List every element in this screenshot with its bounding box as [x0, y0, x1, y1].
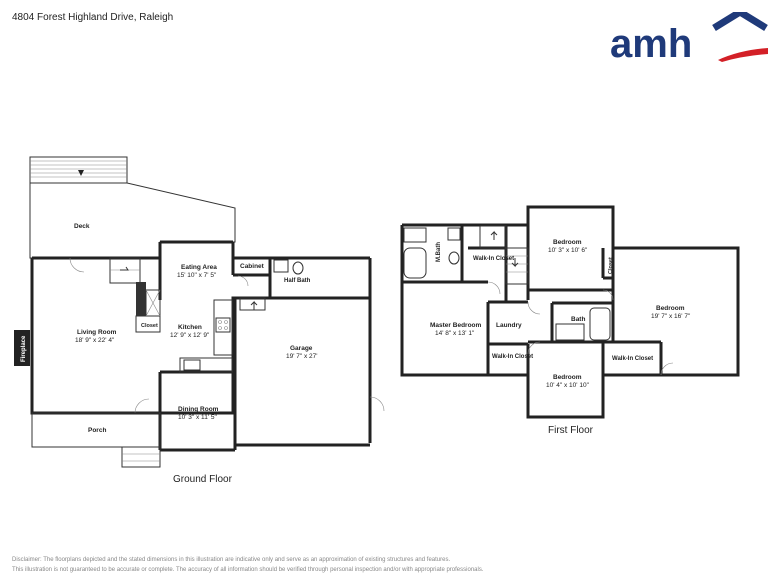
porch-outline — [31, 412, 161, 448]
svg-text:Bedroom: Bedroom — [656, 305, 685, 312]
svg-text:Bedroom: Bedroom — [553, 239, 582, 246]
half-bath-sink-icon — [273, 259, 289, 273]
svg-text:10' 3" x 11' 5": 10' 3" x 11' 5" — [178, 414, 217, 421]
toilet-icon — [448, 251, 460, 265]
logo-swoosh-icon — [718, 48, 768, 62]
svg-text:Half Bath: Half Bath — [284, 278, 311, 284]
svg-text:19' 7" x 27': 19' 7" x 27' — [286, 353, 318, 360]
toilet-icon — [292, 261, 304, 275]
ground-floor-labels: Deck Eating Area 15' 10" x 7' 5" Cabinet… — [21, 223, 318, 434]
svg-text:Closet: Closet — [141, 323, 158, 329]
svg-text:10' 3" x 10' 6": 10' 3" x 10' 6" — [548, 247, 588, 254]
ground-floor-label: Ground Floor — [173, 474, 232, 485]
svg-text:Living Room: Living Room — [77, 329, 117, 336]
first-floor-stairs-top — [479, 225, 507, 249]
svg-text:Walk-In Closet: Walk-In Closet — [492, 354, 533, 360]
first-floor-label: First Floor — [548, 425, 593, 436]
svg-text:Dining Room: Dining Room — [178, 406, 219, 413]
garage-step — [239, 297, 266, 311]
arrow-up-icon — [490, 230, 498, 240]
bath-sink-icon — [555, 323, 585, 341]
ground-stairs — [109, 257, 141, 284]
svg-text:Bedroom: Bedroom — [553, 374, 582, 381]
amh-logo: amh — [610, 12, 768, 64]
svg-text:Fireplace: Fireplace — [21, 335, 27, 362]
closet-fill — [136, 282, 146, 316]
property-address: 4804 Forest Highland Drive, Raleigh — [12, 12, 174, 23]
svg-text:Laundry: Laundry — [496, 322, 522, 329]
first-floor-plan — [400, 205, 740, 419]
sink-icon — [447, 227, 461, 241]
deck-stairs — [29, 156, 128, 184]
svg-text:14' 8" x 13' 1": 14' 8" x 13' 1" — [435, 330, 475, 337]
sink-icon — [183, 359, 201, 371]
first-floor-labels: M.Bath Walk-In Closet Bedroom 10' 3" x 1… — [430, 239, 691, 389]
svg-text:12' 9" x 12' 9": 12' 9" x 12' 9" — [170, 332, 210, 339]
logo-roof-icon — [712, 12, 768, 31]
first-floor-stairs — [505, 247, 529, 285]
tub-icon — [403, 247, 427, 279]
svg-text:Walk-In Closet: Walk-In Closet — [473, 256, 514, 262]
svg-text:Walk-In Closet: Walk-In Closet — [612, 356, 653, 362]
svg-text:M.Bath: M.Bath — [436, 242, 442, 262]
arrow-right-icon — [120, 266, 129, 271]
svg-text:Porch: Porch — [88, 427, 106, 434]
fireplace-box — [14, 330, 30, 366]
arrow-down-icon — [78, 170, 84, 176]
svg-text:10' 4" x 10' 10": 10' 4" x 10' 10" — [546, 382, 590, 389]
stove-icon — [215, 317, 231, 333]
disclaimer-line-2: This illustration is not guaranteed to b… — [12, 567, 484, 573]
disclaimer-line-1: Disclaimer: The floorplans depicted and … — [12, 557, 451, 563]
svg-text:15' 10" x 7' 5": 15' 10" x 7' 5" — [177, 272, 217, 279]
deck-outline — [29, 182, 236, 259]
svg-text:Deck: Deck — [74, 223, 90, 230]
bath-tub-icon — [589, 307, 611, 341]
porch-stairs — [121, 446, 161, 468]
arrow-up-icon — [250, 300, 258, 310]
svg-text:Master Bedroom: Master Bedroom — [430, 322, 482, 329]
svg-text:18' 9" x 22' 4": 18' 9" x 22' 4" — [75, 337, 115, 344]
pantry-box — [145, 289, 161, 317]
arrow-down-icon — [511, 258, 519, 268]
svg-text:Closet: Closet — [608, 257, 614, 274]
logo-text: amh — [610, 22, 692, 64]
kitchen-counter-bottom — [179, 357, 233, 373]
svg-text:Bath: Bath — [571, 316, 585, 323]
ground-floor-plan — [14, 156, 385, 468]
svg-text:Eating Area: Eating Area — [181, 264, 217, 271]
kitchen-counter — [213, 299, 233, 356]
svg-text:Kitchen: Kitchen — [178, 324, 202, 331]
svg-text:Garage: Garage — [290, 345, 313, 352]
svg-text:19' 7" x 16' 7": 19' 7" x 16' 7" — [651, 313, 691, 320]
svg-text:Cabinet: Cabinet — [240, 263, 265, 270]
shower-icon — [403, 227, 427, 243]
